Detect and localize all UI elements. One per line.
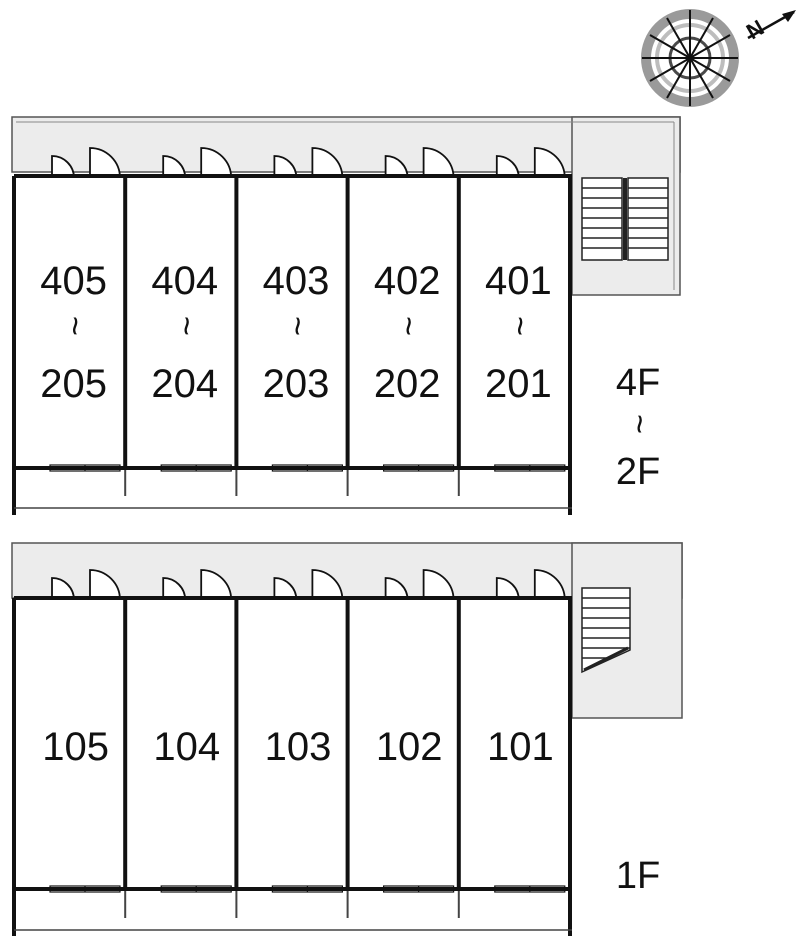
unit-number: 104 bbox=[153, 725, 220, 769]
unit-402-202: 402 ~202 bbox=[345, 147, 455, 496]
unit-101: 101 bbox=[456, 569, 566, 918]
unit-number-bottom: 204 bbox=[151, 362, 218, 406]
upper-floor-label-top: 4F bbox=[616, 362, 660, 404]
compass: N bbox=[641, 9, 796, 107]
unit-number-top: 403 bbox=[263, 259, 330, 303]
unit-405-205: 405 ~205 bbox=[40, 147, 121, 472]
lower-block: 105 104 103 102 101 1F bbox=[11, 542, 683, 936]
upper-floor-label-sep: ~ bbox=[620, 414, 658, 434]
unit-range-sep: ~ bbox=[167, 316, 205, 336]
unit-number: 105 bbox=[42, 725, 109, 769]
lower-floor-label: 1F bbox=[616, 855, 660, 897]
unit-number-top: 402 bbox=[374, 259, 441, 303]
unit-401-201: 401 ~201 bbox=[456, 147, 566, 496]
upper-block: 405 ~205 404 ~204 403 ~203 402 ~202 401 ~201 4F ~… bbox=[11, 116, 681, 515]
unit-number-top: 405 bbox=[40, 259, 107, 303]
lower-units: 105 104 103 102 101 bbox=[42, 569, 566, 918]
unit-number-bottom: 201 bbox=[485, 362, 552, 406]
unit-number-top: 401 bbox=[485, 259, 552, 303]
door-swing-icon bbox=[162, 147, 233, 179]
unit-403-203: 403 ~203 bbox=[234, 147, 344, 496]
door-swing-icon bbox=[384, 147, 455, 179]
unit-number-bottom: 202 bbox=[374, 362, 441, 406]
unit-range-sep: ~ bbox=[389, 316, 427, 336]
door-swing-icon bbox=[495, 569, 566, 601]
north-arrow-icon bbox=[747, 10, 796, 40]
unit-number: 103 bbox=[265, 725, 332, 769]
unit-number-bottom: 205 bbox=[40, 362, 107, 406]
door-swing-icon bbox=[51, 569, 121, 601]
unit-range-sep: ~ bbox=[278, 316, 316, 336]
unit-range-sep: ~ bbox=[500, 316, 538, 336]
upper-units: 405 ~205 404 ~204 403 ~203 402 ~202 401 ~201 bbox=[40, 147, 566, 496]
upper-corridor bbox=[11, 116, 681, 173]
unit-number-top: 404 bbox=[151, 259, 218, 303]
unit-105: 105 bbox=[42, 569, 121, 893]
unit-number-bottom: 203 bbox=[263, 362, 330, 406]
door-swing-icon bbox=[273, 569, 344, 601]
unit-104: 104 bbox=[123, 569, 233, 918]
door-swing-icon bbox=[51, 147, 121, 179]
unit-range-sep: ~ bbox=[56, 316, 94, 336]
unit-number: 101 bbox=[487, 725, 554, 769]
compass-rose-icon bbox=[641, 9, 739, 107]
unit-404-204: 404 ~204 bbox=[123, 147, 233, 496]
unit-number: 102 bbox=[376, 725, 443, 769]
lower-staircase bbox=[581, 587, 631, 674]
unit-103: 103 bbox=[234, 569, 344, 918]
upper-staircase bbox=[581, 177, 669, 261]
door-swing-icon bbox=[162, 569, 233, 601]
upper-floor-label-bottom: 2F bbox=[616, 451, 660, 493]
unit-102: 102 bbox=[345, 569, 455, 918]
